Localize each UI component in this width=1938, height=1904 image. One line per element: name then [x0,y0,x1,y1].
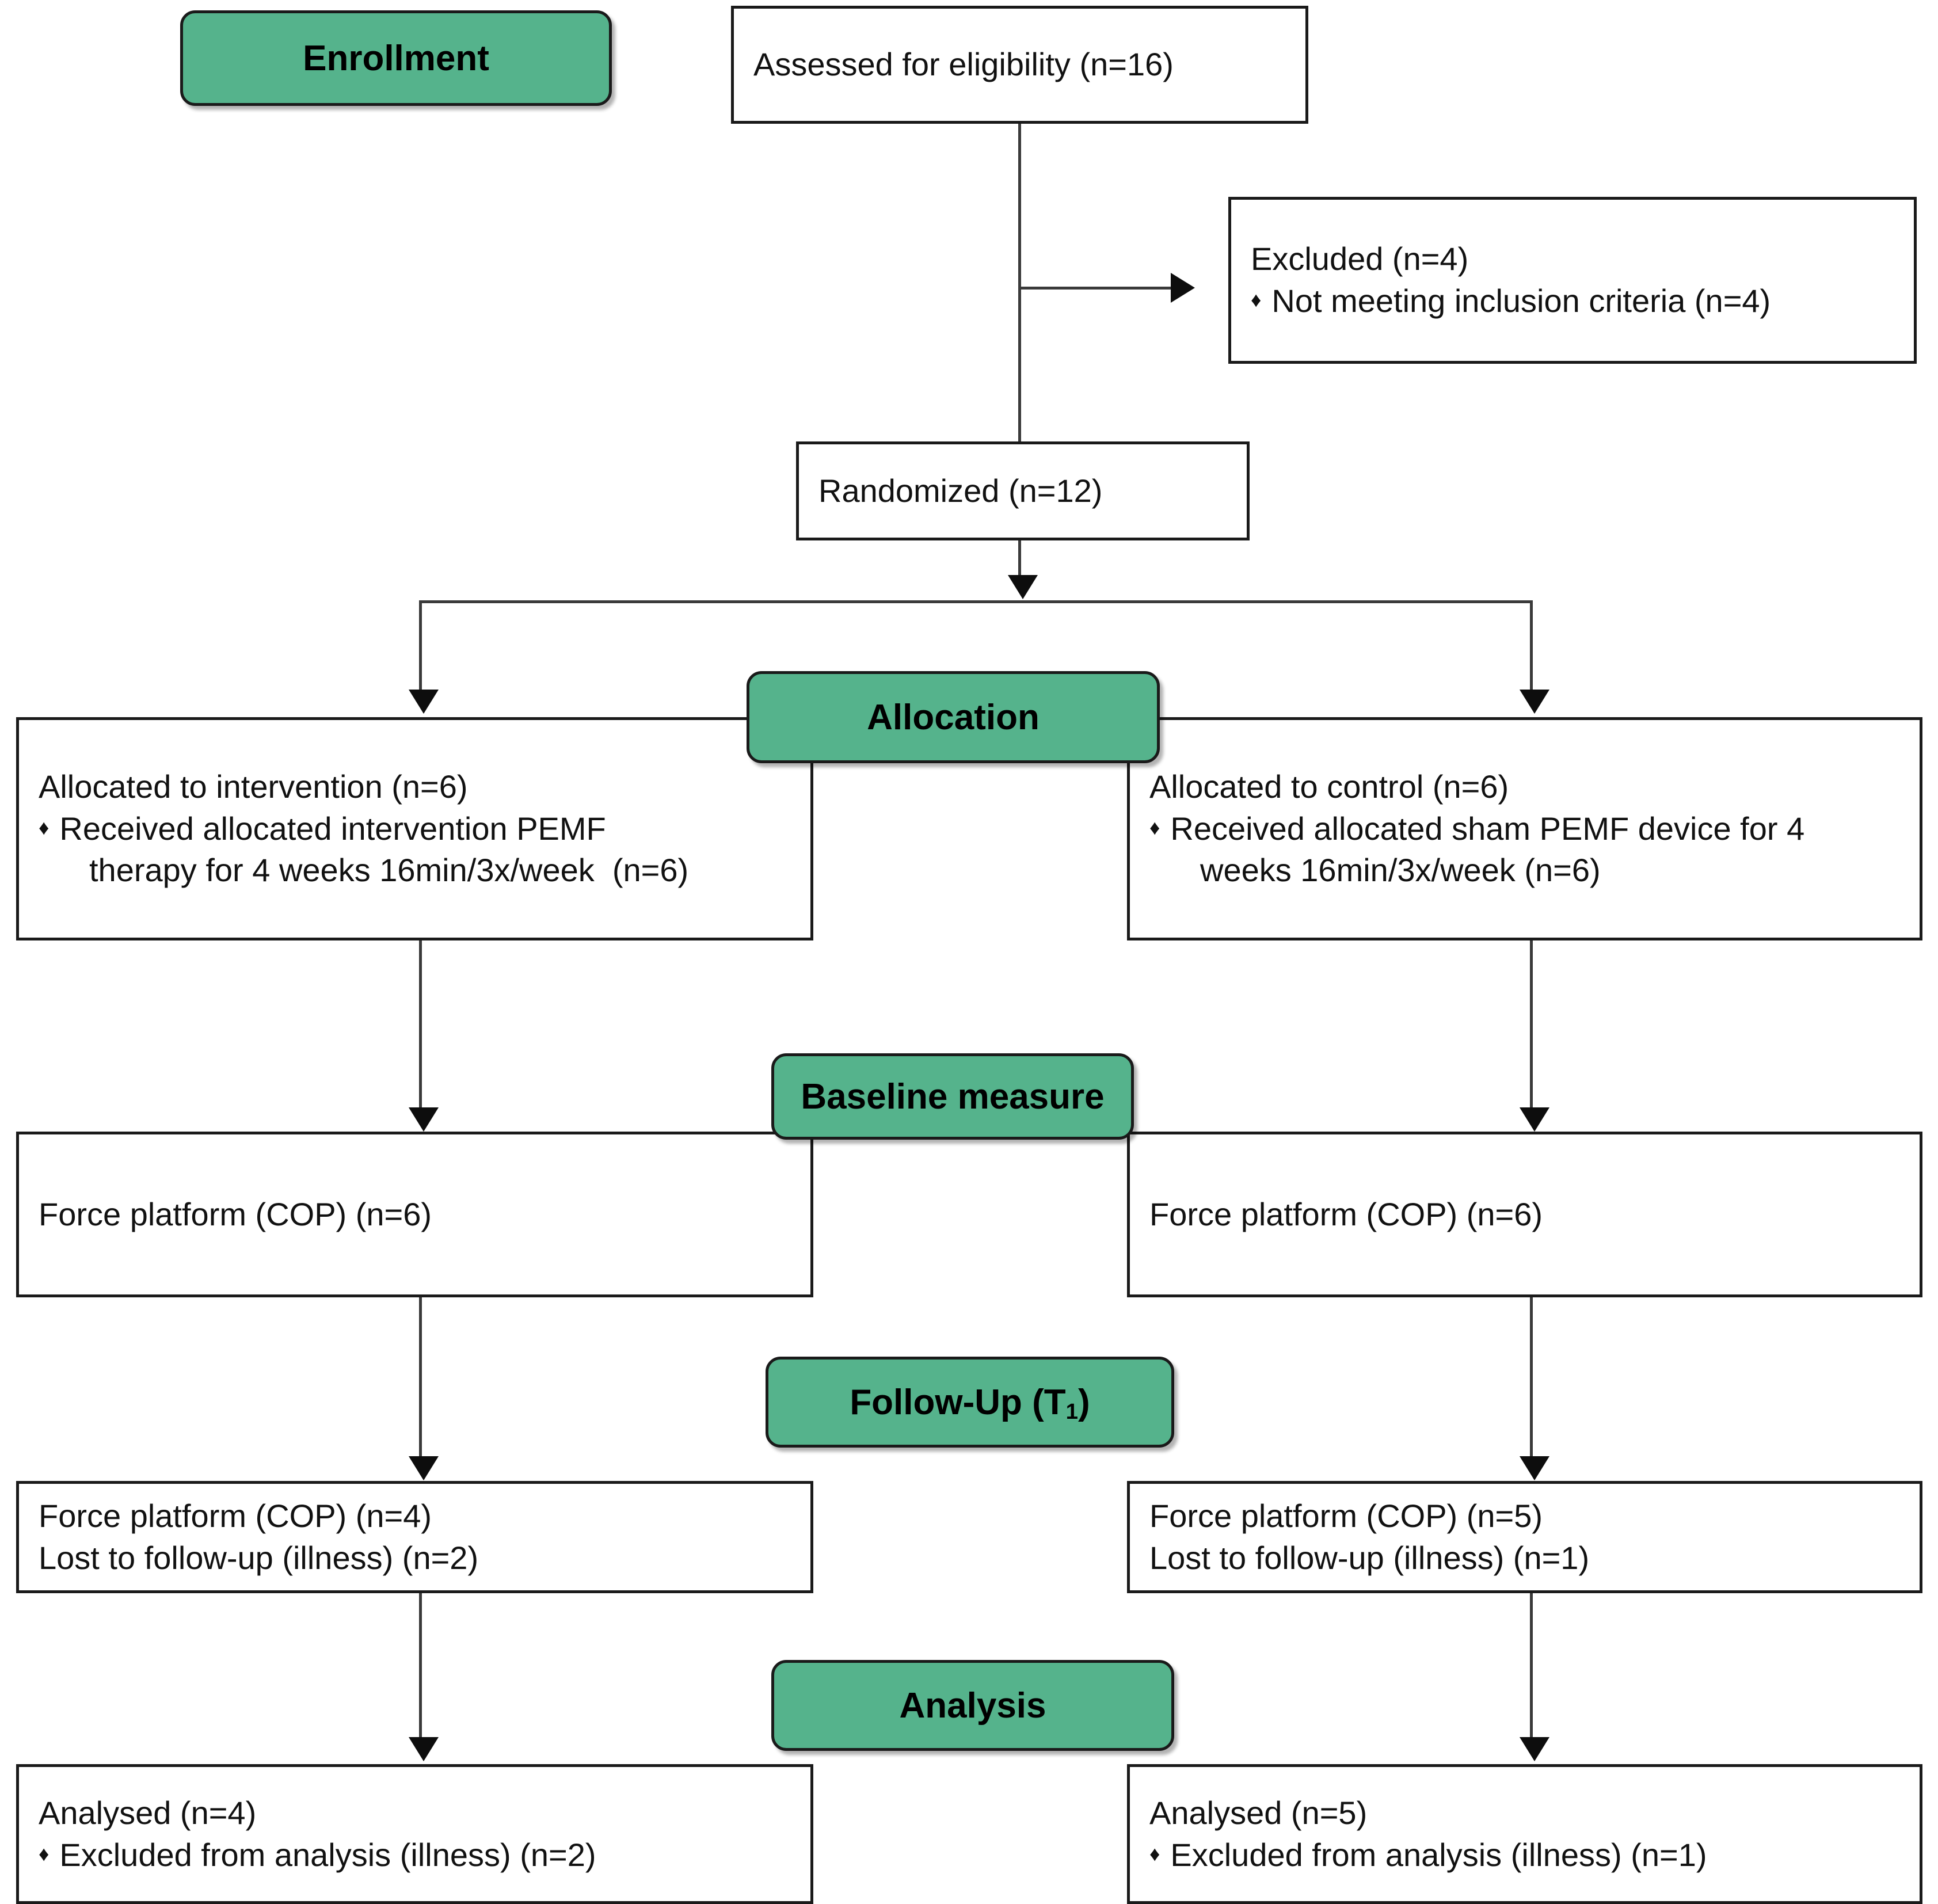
analysis-right-bullet-text: Excluded from analysis (illness) (n=1) [1170,1836,1707,1873]
box-baseline-left: Force platform (COP) (n=6) [16,1132,813,1297]
allocation-right-bullet-row: ♦ Received allocated sham PEMF device fo… [1130,808,1920,850]
followup-right-line1: Force platform (COP) (n=5) [1149,1497,1543,1534]
allocation-right-bullet-line1: Received allocated sham PEMF device for … [1170,810,1805,847]
box-followup-left: Force platform (COP) (n=4) Lost to follo… [16,1481,813,1593]
arrow-baseline-right-down-icon [1520,1456,1549,1480]
arrow-followup-left-down-icon [409,1737,439,1761]
connector-split-right [1530,600,1533,690]
box-analysis-right: Analysed (n=5) ♦ Excluded from analysis … [1127,1764,1922,1904]
stage-label-followup-suffix: ) [1078,1382,1090,1422]
connector-to-excluded [1018,287,1171,290]
stage-label-analysis-text: Analysis [899,1685,1046,1726]
stage-label-allocation: Allocation [747,671,1160,763]
allocation-right-title: Allocated to control (n=6) [1149,768,1509,805]
arrow-split-right-icon [1520,690,1549,714]
arrow-alloc-left-down-icon [409,1107,439,1132]
diamond-bullet-icon: ♦ [1149,815,1160,839]
allocation-left-bullet-row: ♦ Received allocated intervention PEMF [19,808,810,850]
box-randomized: Randomized (n=12) [796,441,1250,540]
analysis-right-title: Analysed (n=5) [1149,1794,1368,1831]
stage-label-baseline-text: Baseline measure [801,1076,1105,1117]
arrow-split-left-icon [409,690,439,714]
arrow-randomized-down-icon [1008,575,1038,599]
excluded-reason-text: Not meeting inclusion criteria (n=4) [1271,283,1771,319]
assessed-text: Assessed for eligibility (n=16) [753,46,1174,83]
stage-label-analysis: Analysis [771,1660,1174,1751]
arrow-alloc-right-down-icon [1520,1107,1549,1132]
stage-label-enrollment: Enrollment [180,10,612,106]
excluded-reason-row: ♦ Not meeting inclusion criteria (n=4) [1231,280,1914,322]
baseline-left-line1: Force platform (COP) (n=6) [39,1195,432,1232]
stage-label-enrollment-text: Enrollment [303,38,489,78]
split-bar-randomized [419,600,1533,603]
analysis-left-bullet-row: ♦ Excluded from analysis (illness) (n=2) [19,1834,810,1876]
box-allocated-intervention: Allocated to intervention (n=6) ♦ Receiv… [16,717,813,940]
allocation-right-bullet-line2: weeks 16min/3x/week (n=6) [1200,852,1601,889]
analysis-left-title: Analysed (n=4) [39,1794,257,1831]
analysis-left-bullet-text: Excluded from analysis (illness) (n=2) [59,1836,596,1873]
diamond-bullet-icon: ♦ [39,815,50,839]
box-analysis-left: Analysed (n=4) ♦ Excluded from analysis … [16,1764,813,1904]
stage-label-followup-subscript: 1 [1065,1399,1079,1424]
analysis-right-bullet-row: ♦ Excluded from analysis (illness) (n=1) [1130,1834,1920,1876]
box-allocated-control: Allocated to control (n=6) ♦ Received al… [1127,717,1922,940]
stage-label-followup-text: Follow-Up (T1) [850,1382,1090,1424]
stage-label-follow-up: Follow-Up (T1) [766,1357,1174,1448]
allocation-left-bullet-line1: Received allocated intervention PEMF [59,810,606,847]
allocation-left-bullet-line2: therapy for 4 weeks 16min/3x/week (n=6) [89,852,689,889]
connector-alloc-left-to-baseline [419,940,422,1107]
connector-assessed-to-randomized [1018,124,1021,460]
randomized-text: Randomized (n=12) [818,472,1103,509]
stage-label-baseline-measure: Baseline measure [771,1053,1134,1140]
followup-left-line1: Force platform (COP) (n=4) [39,1497,432,1534]
diamond-bullet-icon: ♦ [1251,288,1262,311]
arrow-baseline-left-down-icon [409,1456,439,1480]
diamond-bullet-icon: ♦ [39,1841,50,1865]
stage-label-allocation-text: Allocation [867,697,1040,737]
connector-alloc-right-to-baseline [1530,940,1533,1107]
excluded-title: Excluded (n=4) [1251,241,1469,277]
connector-baseline-right-to-followup [1530,1297,1533,1456]
followup-right-line2: Lost to follow-up (illness) (n=1) [1149,1539,1590,1576]
baseline-right-line1: Force platform (COP) (n=6) [1149,1195,1543,1232]
box-excluded: Excluded (n=4) ♦ Not meeting inclusion c… [1228,197,1917,364]
connector-followup-right-to-analysis [1530,1593,1533,1737]
box-assessed-for-eligibility: Assessed for eligibility (n=16) [731,6,1308,124]
allocation-left-title: Allocated to intervention (n=6) [39,768,468,805]
arrow-followup-right-down-icon [1520,1737,1549,1761]
diamond-bullet-icon: ♦ [1149,1841,1160,1865]
connector-followup-left-to-analysis [419,1593,422,1737]
connector-split-left [419,600,422,690]
followup-left-line2: Lost to follow-up (illness) (n=2) [39,1539,479,1576]
arrow-to-excluded-icon [1171,273,1195,303]
box-followup-right: Force platform (COP) (n=5) Lost to follo… [1127,1481,1922,1593]
box-baseline-right: Force platform (COP) (n=6) [1127,1132,1922,1297]
stage-label-followup-prefix: Follow-Up (T [850,1382,1066,1422]
connector-baseline-left-to-followup [419,1297,422,1456]
connector-randomized-down [1018,540,1021,578]
